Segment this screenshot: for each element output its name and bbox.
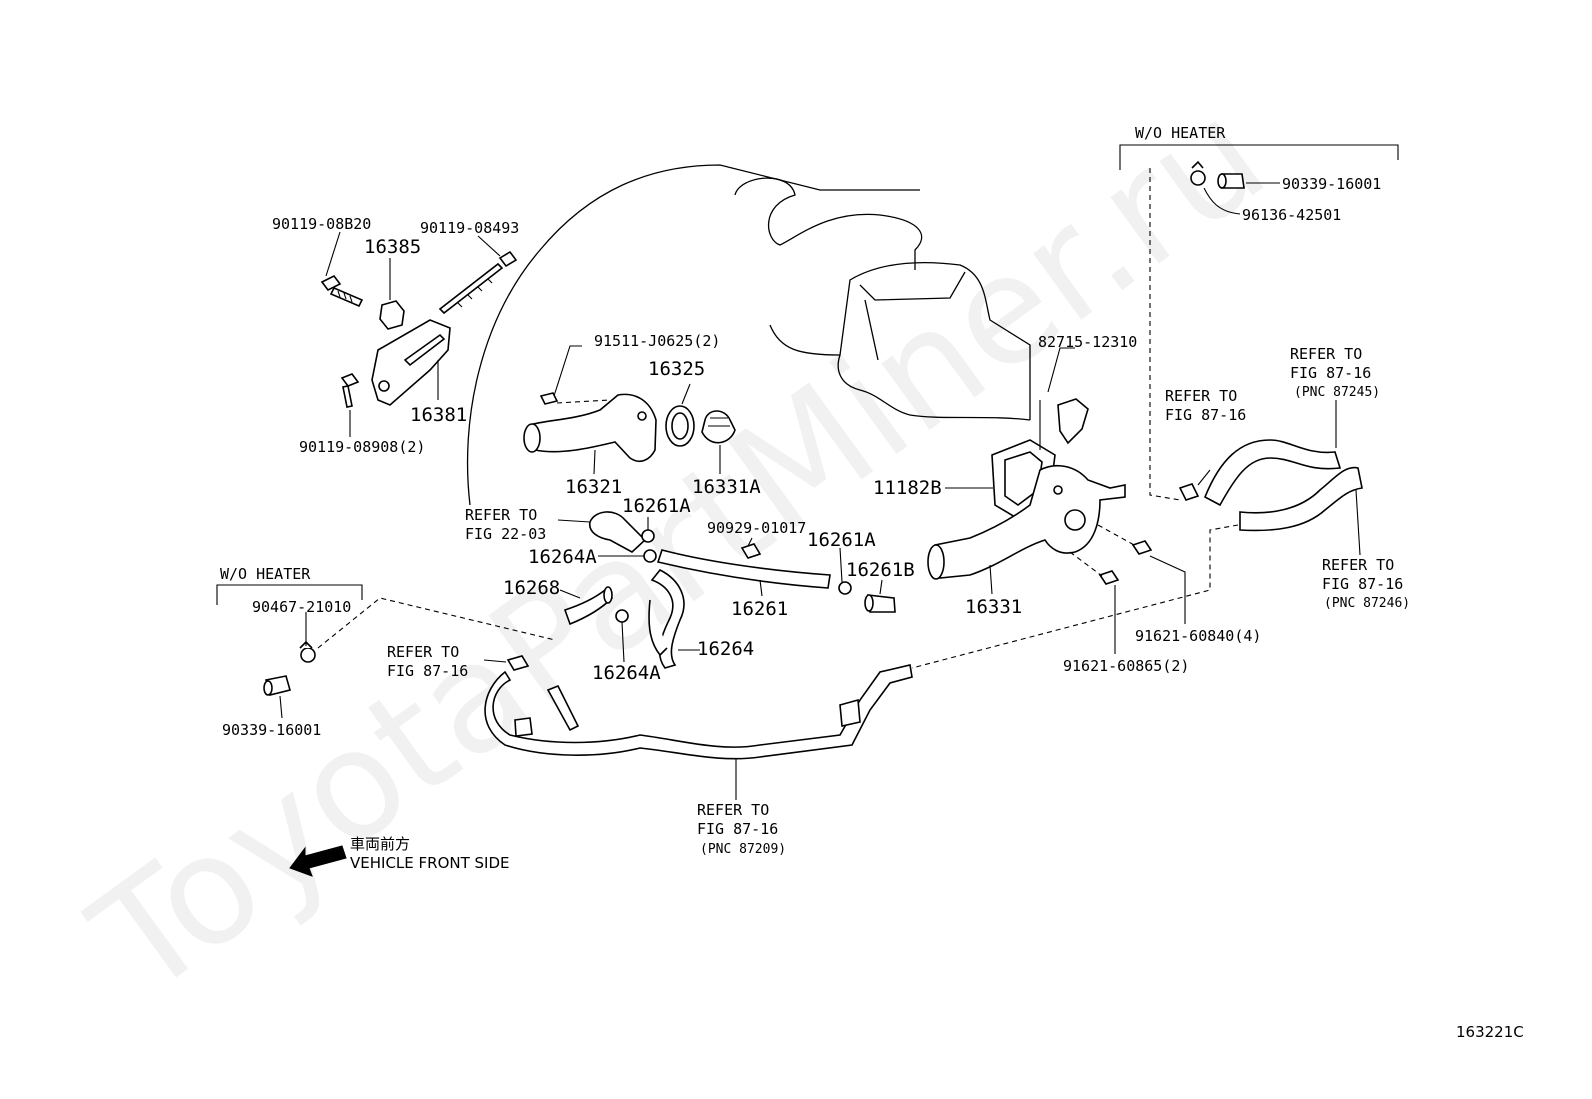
- figure-id: 163221C: [1456, 1023, 1524, 1041]
- label-91621-60840[interactable]: 91621-60840(4): [1135, 627, 1261, 645]
- ref-pnc87209-line3[interactable]: (PNC 87209): [700, 842, 786, 857]
- gasket-16325[interactable]: [665, 405, 695, 447]
- label-16261a-2[interactable]: 16261A: [807, 529, 876, 551]
- heater-pipe-87209[interactable]: [484, 664, 913, 760]
- bolt-91621-60840[interactable]: [1131, 540, 1153, 555]
- label-90119-08493[interactable]: 90119-08493: [420, 219, 519, 237]
- front-direction-arrow: [289, 845, 347, 877]
- label-16331a[interactable]: 16331A: [692, 476, 761, 498]
- label-90929-01017[interactable]: 90929-01017: [707, 519, 806, 537]
- nut-16385[interactable]: [379, 300, 405, 330]
- clamp-16264a-lower[interactable]: [615, 609, 629, 623]
- clamp-16261a-right[interactable]: [838, 581, 852, 595]
- label-11182b[interactable]: 11182B: [873, 477, 942, 499]
- bolt-90119-08908[interactable]: [340, 373, 360, 408]
- ref-22-03-line1[interactable]: REFER TO: [465, 506, 537, 524]
- label-90467-21010[interactable]: 90467-21010: [252, 598, 351, 616]
- clamp-16261a-left[interactable]: [641, 529, 655, 543]
- label-16325[interactable]: 16325: [648, 358, 705, 380]
- label-16321[interactable]: 16321: [565, 476, 622, 498]
- plug-90339-16001-left[interactable]: [263, 675, 291, 696]
- label-90119-08b20[interactable]: 90119-08B20: [272, 215, 371, 233]
- bracket-group: [320, 231, 518, 437]
- label-90119-08908[interactable]: 90119-08908(2): [299, 438, 425, 456]
- hose-87245[interactable]: [1203, 439, 1342, 507]
- label-91511-j0625[interactable]: 91511-J0625(2): [594, 332, 720, 350]
- clamp-16264a-upper[interactable]: [643, 549, 657, 563]
- bypass-hose-group: [557, 511, 896, 669]
- label-16264a-2[interactable]: 16264A: [592, 662, 661, 684]
- bracket-16381[interactable]: [371, 319, 451, 406]
- label-82715-12310[interactable]: 82715-12310: [1038, 333, 1137, 351]
- label-90339-16001-right[interactable]: 90339-16001: [1282, 175, 1381, 193]
- hose-87246[interactable]: [1239, 466, 1363, 532]
- bolt-91511-j0625[interactable]: [539, 392, 611, 405]
- clamp-refer-left[interactable]: [506, 655, 530, 671]
- ref-left-line2[interactable]: FIG 87-16: [387, 662, 468, 680]
- label-wo-heater-left: W/O HEATER: [220, 565, 311, 583]
- ref-mid-line2[interactable]: FIG 87-16: [1165, 406, 1246, 424]
- direction-english: VEHICLE FRONT SIDE: [350, 854, 510, 872]
- ref-pnc87246-line2[interactable]: FIG 87-16: [1322, 575, 1403, 593]
- water-inlet-16321[interactable]: [523, 393, 657, 462]
- bolt-91621-60865[interactable]: [1098, 570, 1120, 585]
- water-outlet-16331[interactable]: [927, 464, 1126, 580]
- ref-pnc87209-line1[interactable]: REFER TO: [697, 801, 769, 819]
- clamp-90929-01017[interactable]: [740, 543, 762, 559]
- stud-90119-08493[interactable]: [438, 250, 518, 315]
- thermostat-16331a[interactable]: [701, 410, 736, 444]
- clamp-96136-42501-top[interactable]: [1190, 160, 1206, 186]
- ref-mid-line1[interactable]: REFER TO: [1165, 387, 1237, 405]
- wo-heater-top-group: [1119, 144, 1399, 501]
- wo-heater-left-group: [216, 584, 556, 719]
- label-16261[interactable]: 16261: [731, 598, 788, 620]
- hoses-right: [911, 400, 1363, 669]
- label-16385[interactable]: 16385: [364, 236, 421, 258]
- bolt-90119-08b20[interactable]: [320, 274, 364, 308]
- hose-16268[interactable]: [563, 586, 614, 626]
- ref-pnc87209-line2[interactable]: FIG 87-16: [697, 820, 778, 838]
- ref-pnc87246-line1[interactable]: REFER TO: [1322, 556, 1394, 574]
- label-16268[interactable]: 16268: [503, 577, 560, 599]
- label-16261a-1[interactable]: 16261A: [622, 495, 691, 517]
- plug-16261b[interactable]: [864, 594, 896, 613]
- ref-22-03-line2[interactable]: FIG 22-03: [465, 525, 546, 543]
- ref-pnc87245-line1[interactable]: REFER TO: [1290, 345, 1362, 363]
- label-91621-60865[interactable]: 91621-60865(2): [1063, 657, 1189, 675]
- label-96136-42501[interactable]: 96136-42501: [1242, 206, 1341, 224]
- hose-16261[interactable]: [656, 549, 831, 589]
- label-wo-heater-top: W/O HEATER: [1135, 124, 1226, 142]
- union-refer-22-03[interactable]: [588, 511, 647, 553]
- label-16264[interactable]: 16264: [697, 638, 754, 660]
- plug-90339-16001-top[interactable]: [1217, 173, 1245, 189]
- ref-pnc87246-line3[interactable]: (PNC 87246): [1324, 596, 1410, 611]
- ref-pnc87245-line2[interactable]: FIG 87-16: [1290, 364, 1371, 382]
- hose-16264[interactable]: [650, 568, 685, 669]
- label-16264a-1[interactable]: 16264A: [528, 546, 597, 568]
- water-inlet-group: [523, 345, 736, 475]
- ref-pnc87245-line3[interactable]: (PNC 87245): [1294, 385, 1380, 400]
- label-16331[interactable]: 16331: [965, 596, 1022, 618]
- watermark: ToyotaPartMiner.ru: [63, 68, 1296, 1030]
- engine-outline: [466, 164, 1031, 506]
- clamp-right[interactable]: [1178, 483, 1200, 501]
- direction-japanese: 車両前方: [350, 835, 410, 853]
- label-16381[interactable]: 16381: [410, 404, 467, 426]
- label-16261b[interactable]: 16261B: [846, 559, 915, 581]
- label-90339-16001-left[interactable]: 90339-16001: [222, 721, 321, 739]
- ref-left-line1[interactable]: REFER TO: [387, 643, 459, 661]
- bracket-82715-12310[interactable]: [1057, 398, 1089, 445]
- water-outlet-group: [927, 347, 1186, 654]
- clamp-90467-21010[interactable]: [299, 640, 316, 663]
